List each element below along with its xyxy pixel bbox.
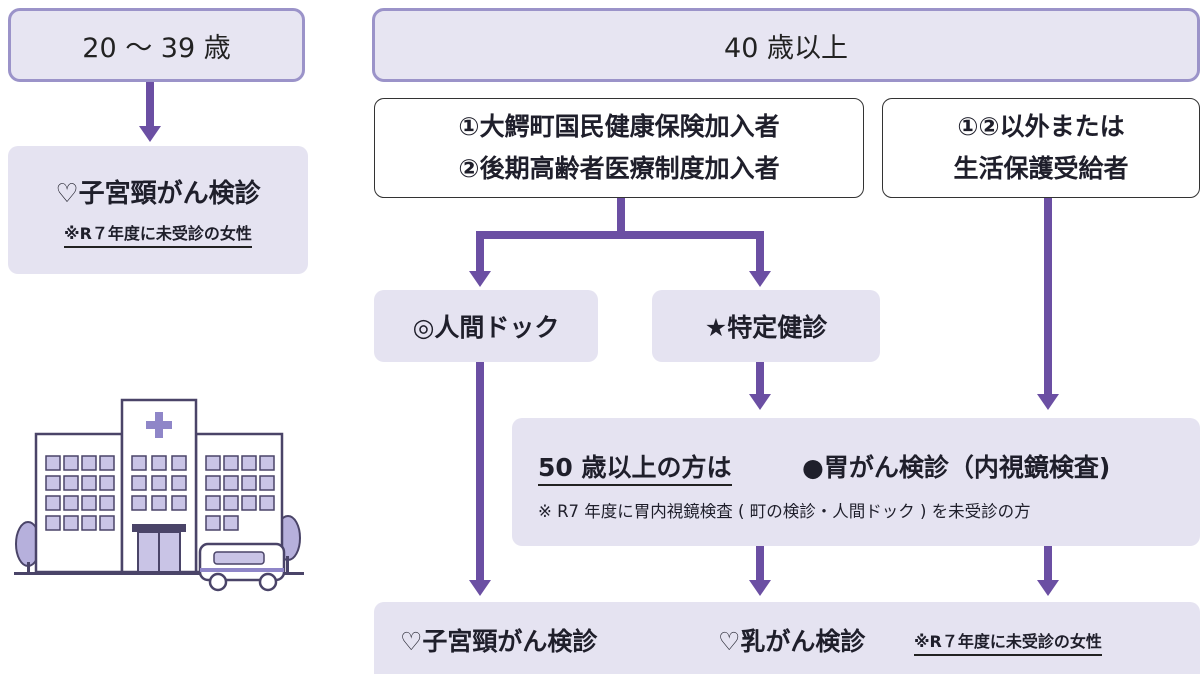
stomach-age-condition: 50 歳以上の方は bbox=[538, 453, 732, 486]
hospital-entrance bbox=[132, 524, 186, 532]
stomach-to-breast-arrow-head bbox=[749, 580, 771, 596]
specific-checkup-label: ★特定健診 bbox=[704, 313, 828, 342]
branch-stem bbox=[617, 198, 625, 238]
insured-group-line2: ②後期高齢者医療制度加入者 bbox=[458, 154, 780, 183]
stomach-note: ※ R7 年度に胃内視鏡検査 ( 町の検診・人間ドック ) を未受診の方 bbox=[538, 502, 1031, 521]
other-group-line1: ①②以外または bbox=[957, 112, 1125, 141]
specific-checkup-box: ★特定健診 bbox=[652, 290, 880, 362]
ground-line bbox=[14, 572, 304, 575]
bottom-screening-box: ♡子宮頸がん検診 ♡乳がん検診 ※R７年度に未受診の女性 bbox=[374, 602, 1200, 674]
header-age-40-plus-label: 40 歳以上 bbox=[724, 32, 848, 64]
branch-horizontal bbox=[476, 231, 764, 239]
young-cervical-title: ♡子宮頸がん検診 bbox=[55, 178, 261, 209]
ambulance-icon bbox=[198, 542, 286, 592]
human-dock-label: ◎人間ドック bbox=[412, 313, 560, 342]
checkup-to-stomach-line bbox=[756, 362, 764, 396]
other-group-line2: 生活保護受給者 bbox=[953, 154, 1129, 183]
human-dock-box: ◎人間ドック bbox=[374, 290, 598, 362]
bottom-note: ※R７年度に未受診の女性 bbox=[914, 628, 1102, 656]
stomach-to-note-arrow-head bbox=[1037, 580, 1059, 596]
young-cervical-note: ※R７年度に未受診の女性 bbox=[64, 220, 252, 248]
header-age-20-39-label: 20 ～ 39 歳 bbox=[82, 32, 231, 64]
other-group-box: ①②以外または 生活保護受給者 bbox=[882, 98, 1200, 198]
young-cervical-box: ♡子宮頸がん検診 ※R７年度に未受診の女性 bbox=[8, 146, 308, 274]
dock-to-bottom-arrow-head bbox=[469, 580, 491, 596]
header-age-40-plus: 40 歳以上 bbox=[372, 8, 1200, 82]
stomach-to-breast-line bbox=[756, 546, 764, 582]
arrow-shaft-young bbox=[146, 82, 154, 128]
branch-right-down bbox=[756, 231, 764, 273]
header-age-20-39: 20 ～ 39 歳 bbox=[8, 8, 305, 82]
insured-group-line1: ①大鰐町国民健康保険加入者 bbox=[458, 112, 780, 141]
bottom-breast: ♡乳がん検診 bbox=[718, 627, 866, 656]
arrow-head-young bbox=[139, 126, 161, 142]
branch-left-arrow-head bbox=[469, 271, 491, 287]
hospital-illustration bbox=[14, 398, 304, 592]
stomach-title: ●胃がん検診（内視鏡検査) bbox=[802, 453, 1111, 482]
checkup-to-stomach-arrow-head bbox=[749, 394, 771, 410]
insured-group-box: ①大鰐町国民健康保険加入者 ②後期高齢者医療制度加入者 bbox=[374, 98, 864, 198]
bottom-cervical: ♡子宮頸がん検診 bbox=[400, 627, 598, 656]
branch-left-down bbox=[476, 231, 484, 273]
stomach-to-note-line bbox=[1044, 546, 1052, 582]
branch-right-arrow-head bbox=[749, 271, 771, 287]
other-to-stomach-line bbox=[1044, 198, 1052, 396]
other-to-stomach-arrow-head bbox=[1037, 394, 1059, 410]
dock-to-bottom-line bbox=[476, 362, 484, 582]
stomach-cancer-box: 50 歳以上の方は ●胃がん検診（内視鏡検査) ※ R7 年度に胃内視鏡検査 (… bbox=[512, 418, 1200, 546]
